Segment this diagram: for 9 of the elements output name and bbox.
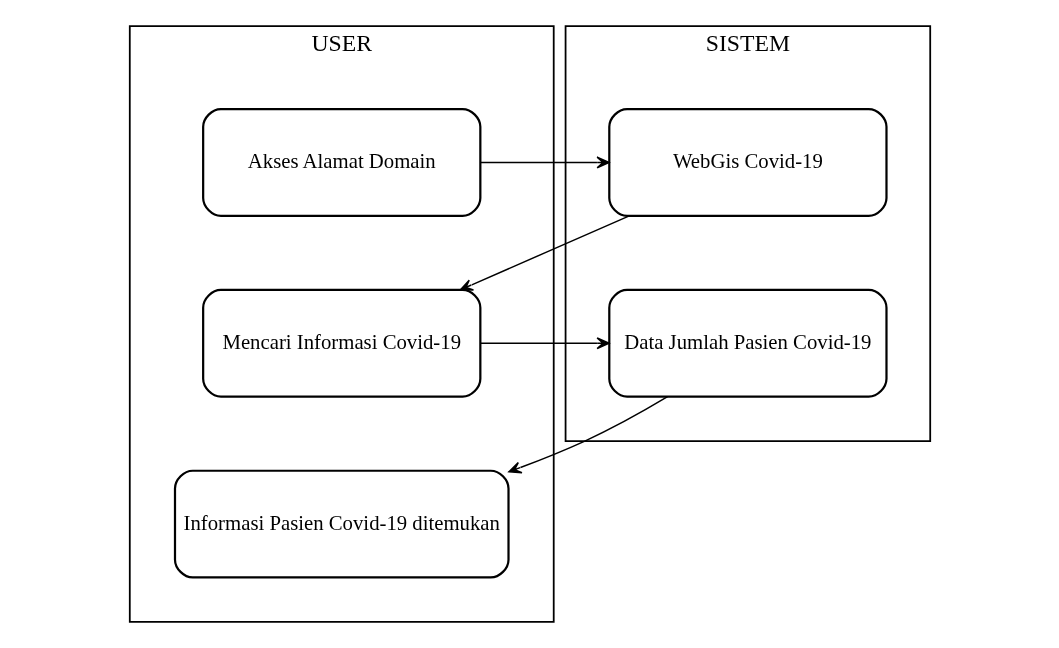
node-box: Akses Alamat Domain <box>201 107 481 217</box>
arrow <box>459 215 630 291</box>
node-box: Data Jumlah Pasien Covid-19 <box>607 288 888 398</box>
arrow <box>479 156 610 169</box>
node-box: WebGis Covid-19 <box>607 107 888 217</box>
node-box: Mencari Informasi Covid-19 <box>201 288 481 398</box>
node-box: Informasi Pasien Covid-19 ditemukan <box>173 469 510 579</box>
arrow <box>507 396 668 474</box>
arrow <box>479 337 610 350</box>
